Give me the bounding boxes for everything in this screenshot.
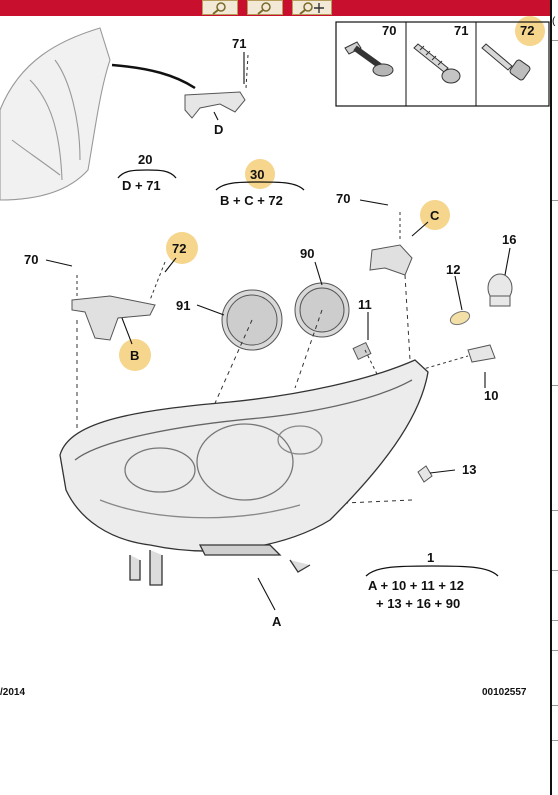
label-d: D <box>214 122 223 137</box>
brace-30 <box>215 181 305 191</box>
highlight-72-left <box>166 232 198 264</box>
zoom-pan-button[interactable] <box>292 0 332 15</box>
bracket-c <box>369 244 413 276</box>
label-13: 13 <box>462 462 476 477</box>
bulb-16 <box>487 273 513 307</box>
zoom-out-icon <box>257 1 271 15</box>
bulb-12 <box>449 310 471 326</box>
label-90: 90 <box>300 246 314 261</box>
screw-11 <box>352 341 372 361</box>
zoom-out-button[interactable] <box>247 0 283 15</box>
headlamp-a <box>59 359 429 586</box>
bulb-10 <box>467 344 496 363</box>
label-10: 10 <box>484 388 498 403</box>
screw-72-icon <box>481 43 531 81</box>
clip-d <box>184 91 246 119</box>
side-panel-edge <box>550 0 558 795</box>
label-70-right: 70 <box>336 191 350 206</box>
label-a: A <box>272 614 282 629</box>
bracket-b <box>71 295 156 341</box>
zoom-in-icon <box>212 1 226 15</box>
lamp-housing-fragment <box>0 27 111 201</box>
highlight-72-inset <box>515 16 545 46</box>
label-20: 20 <box>138 152 152 167</box>
inset-label-71: 71 <box>454 23 468 38</box>
label-11: 11 <box>358 297 372 312</box>
label-16: 16 <box>502 232 516 247</box>
formula-30: B + C + 72 <box>220 193 283 208</box>
brace-1 <box>365 565 499 577</box>
footer-ref: 00102557 <box>482 687 527 698</box>
label-70-left: 70 <box>24 252 38 267</box>
formula-1-line2: + 13 + 16 + 90 <box>376 596 460 611</box>
highlight-b <box>119 339 151 371</box>
rail-marker: ( <box>552 16 556 27</box>
label-12: 12 <box>446 262 460 277</box>
screw-71-icon <box>413 43 461 84</box>
footer-date: /2014 <box>0 687 25 698</box>
brace-20 <box>117 169 177 179</box>
inset-label-72: 72 <box>520 23 534 38</box>
screw-inset <box>335 21 550 107</box>
label-1: 1 <box>427 550 434 565</box>
zoom-pan-icon <box>299 1 324 15</box>
label-71: 71 <box>232 36 246 51</box>
inset-label-70: 70 <box>382 23 396 38</box>
label-c: C <box>430 208 440 223</box>
label-91: 91 <box>176 298 190 313</box>
clip-13 <box>417 465 433 483</box>
label-72-left: 72 <box>172 241 186 256</box>
label-30: 30 <box>250 167 264 182</box>
formula-1-line1: A + 10 + 11 + 12 <box>368 578 464 593</box>
formula-20: D + 71 <box>122 178 161 193</box>
zoom-in-button[interactable] <box>202 0 238 15</box>
label-b: B <box>130 348 139 363</box>
screw-70-icon <box>344 41 394 77</box>
